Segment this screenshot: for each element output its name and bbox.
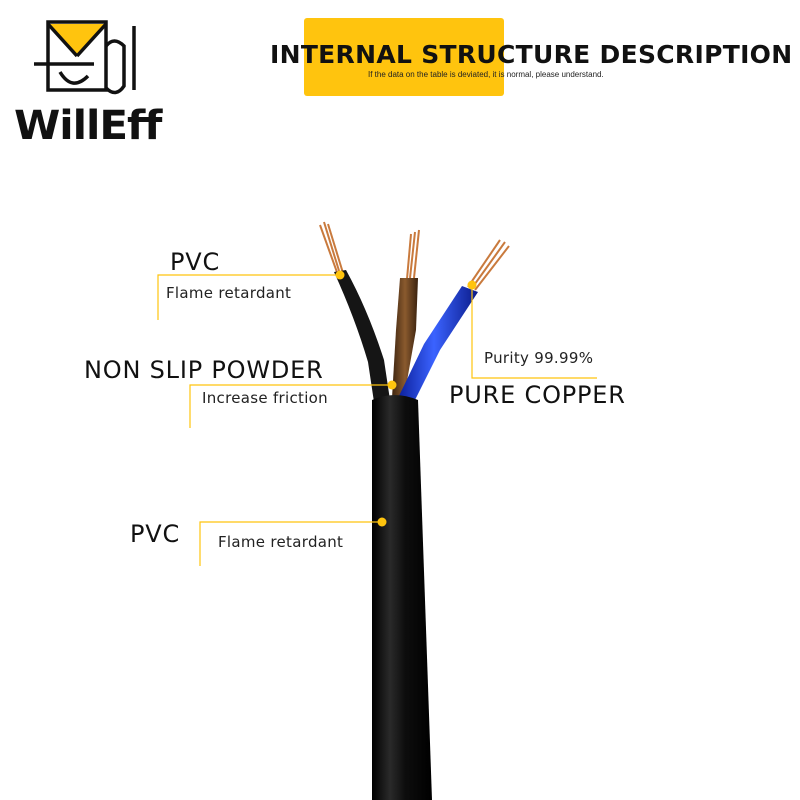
wire-insulation-heading: PVC — [170, 248, 221, 276]
brand-emblem-icon — [34, 20, 136, 95]
outer-sheath-description: Flame retardant — [218, 533, 344, 551]
conductor-description: Purity 99.99% — [484, 349, 594, 367]
callout-dot-conductor — [467, 280, 477, 290]
title-highlight — [304, 18, 504, 96]
page-subtitle: If the data on the table is deviated, it… — [368, 70, 604, 79]
copper-strands — [319, 221, 510, 291]
blue-wire — [398, 286, 478, 402]
callout-dots — [335, 270, 477, 527]
outer-sheath-heading: PVC — [130, 520, 181, 548]
callout-dot-non-slip — [387, 380, 397, 390]
brand-logo: WillEff — [14, 16, 174, 148]
leader-lines — [157, 274, 597, 566]
non-slip-heading: NON SLIP POWDER — [84, 356, 324, 384]
wire-insulation-description: Flame retardant — [166, 284, 292, 302]
outer-sheath — [372, 395, 432, 800]
page-title: INTERNAL STRUCTURE DESCRIPTION — [270, 40, 793, 69]
non-slip-description: Increase friction — [202, 389, 328, 407]
brown-wire — [392, 278, 418, 398]
callout-dot-wire-insulation — [335, 270, 345, 280]
brand-name: WillEff — [14, 103, 162, 149]
black-wire — [334, 270, 390, 402]
callout-dot-outer-sheath — [377, 517, 387, 527]
conductor-heading: PURE COPPER — [449, 381, 626, 409]
